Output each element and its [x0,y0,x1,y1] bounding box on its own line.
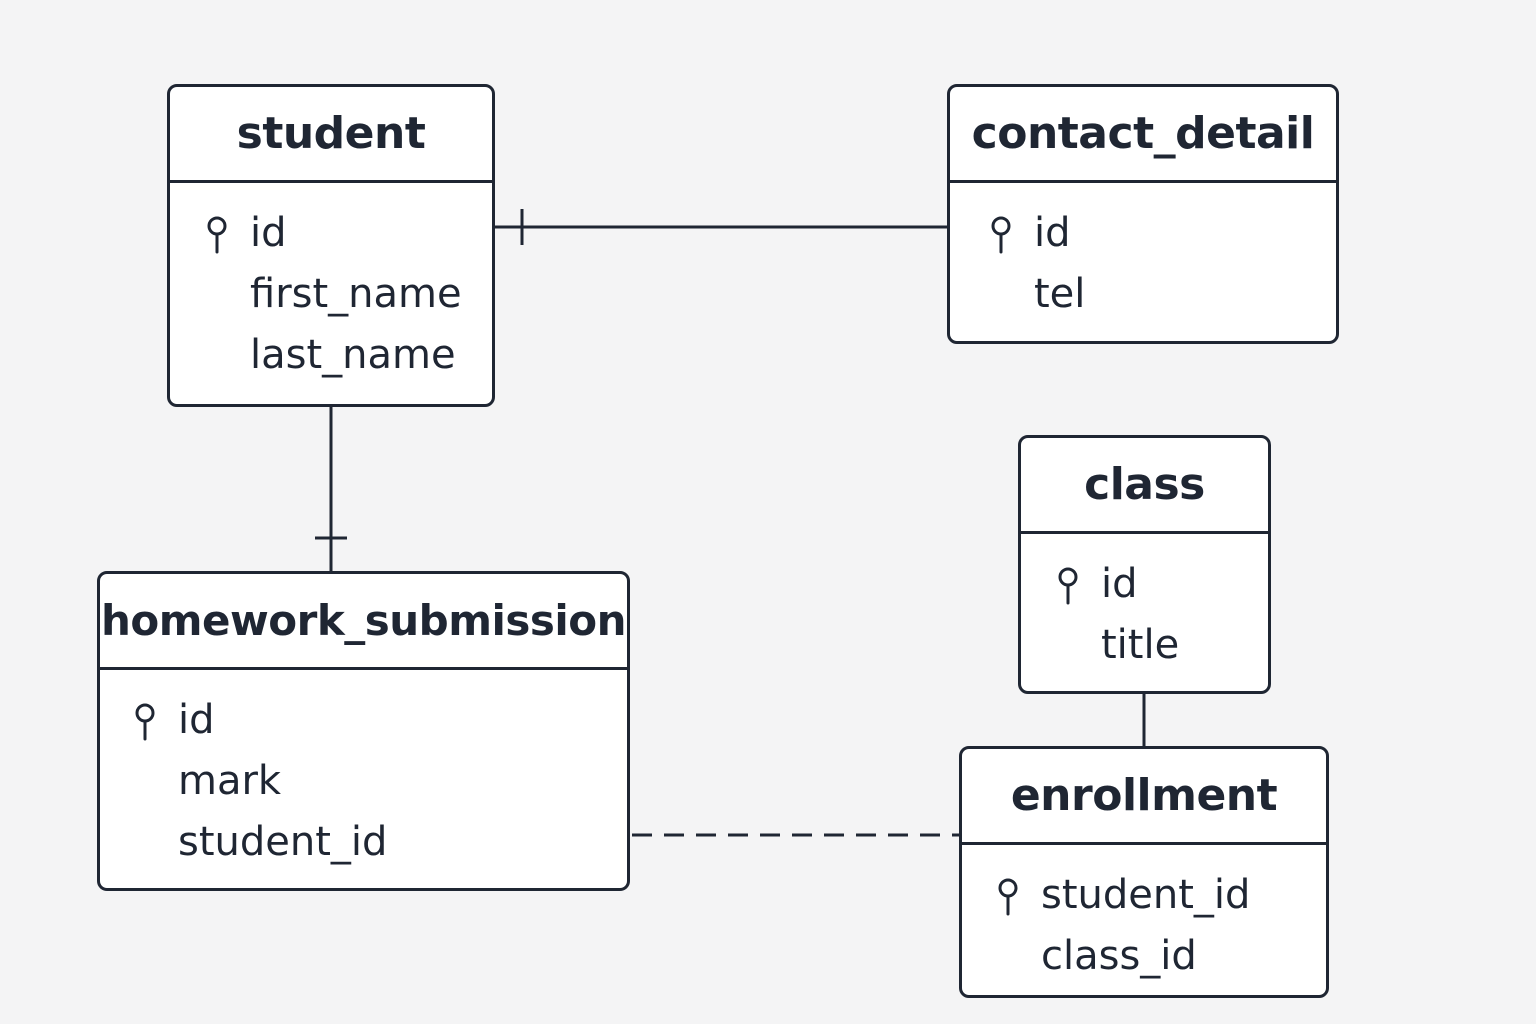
field-name: tel [1034,271,1086,317]
field-name: id [1034,210,1071,256]
field-row: class_id [962,926,1326,987]
field-row: mark [100,751,627,812]
key-icon [998,878,1018,916]
entity-title: homework_submission [100,574,627,670]
field-row: id [1021,554,1268,615]
entity-homework-submission: homework_submission id mark student_id [97,571,630,891]
field-name: student_id [1041,872,1251,918]
field-list: id first_name last_name [170,183,492,386]
key-icon [1058,567,1078,605]
field-list: id tel [950,183,1336,325]
field-row: student_id [100,812,627,873]
field-name: id [1101,561,1138,607]
field-name: title [1101,622,1180,668]
entity-enrollment: enrollment student_id class_id [959,746,1329,998]
field-list: id mark student_id [100,670,627,873]
field-name: last_name [250,332,456,378]
field-name: id [250,210,287,256]
key-icon [135,703,155,741]
field-row: id [100,690,627,751]
entity-title: contact_detail [950,87,1336,183]
field-row: first_name [170,264,492,325]
field-list: student_id class_id [962,845,1326,987]
entity-class: class id title [1018,435,1271,694]
field-name: id [178,697,215,743]
field-row: tel [950,264,1336,325]
field-list: id title [1021,534,1268,676]
key-icon [991,216,1011,254]
field-row: student_id [962,865,1326,926]
entity-title: enrollment [962,749,1326,845]
field-row: id [950,203,1336,264]
field-name: student_id [178,819,388,865]
field-row: id [170,203,492,264]
entity-title: class [1021,438,1268,534]
entity-contact-detail: contact_detail id tel [947,84,1339,344]
field-name: class_id [1041,933,1197,979]
entity-title: student [170,87,492,183]
field-row: last_name [170,325,492,386]
field-name: first_name [250,271,462,317]
field-row: title [1021,615,1268,676]
entity-student: student id first_name last_name [167,84,495,407]
field-name: mark [178,758,282,804]
key-icon [207,216,227,254]
